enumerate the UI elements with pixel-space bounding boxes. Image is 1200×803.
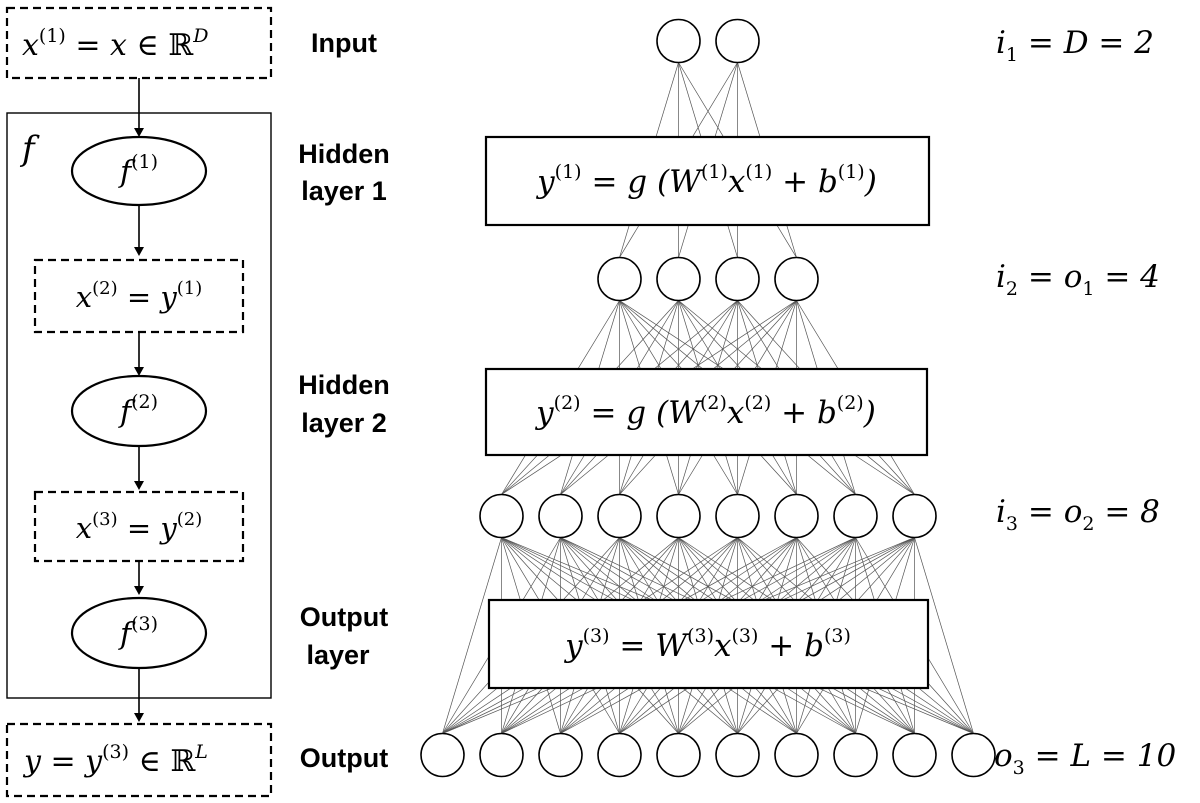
label-hidden2-line2: layer 2 [301,408,387,438]
output-vector-box: y = y(3) ∈ ℝL [5,722,273,798]
svg-text:y(1) = g (W(1)x(1) + b(1)): y(1) = g (W(1)x(1) + b(1)) [535,161,877,200]
dim-layer3: i3 = o2 = 8 [996,494,1160,535]
input-superscript: (1) [39,25,66,47]
neuron-layer4-2 [479,732,524,778]
x2-box: x(2) = y(1) [33,258,245,334]
connection-edge [914,537,974,734]
neuron-layer4-8 [833,732,878,778]
f1-node: f(1) [70,135,208,207]
neuron-layer3-5 [715,493,760,539]
equation-box-2: y(2) = g (W(2)x(2) + b(2)) [484,367,929,457]
neuron-layer1-2 [715,18,760,64]
dimension-labels: i1 = D = 2 i2 = o1 = 4 i3 = o2 = 8 o3 = … [994,25,1176,779]
label-output-layer-line2: layer [306,640,370,670]
neuron-layer1-1 [656,18,701,64]
neuron-layer3-4 [656,493,701,539]
label-input: Input [311,28,377,58]
pipeline-arrows [134,78,144,722]
neuron-layer3-2 [538,493,583,539]
input-vector-box: x(1) = x ∈ ℝD [5,6,273,80]
pipeline: f x(1) = x ∈ ℝD f(1) [5,6,273,798]
network-neurons [420,18,996,778]
label-output: Output [300,743,388,773]
svg-text:x(2) = y(1): x(2) = y(1) [76,278,202,314]
dim-layer2: i2 = o1 = 4 [996,259,1160,300]
x3-box: x(3) = y(2) [33,490,245,563]
input-equality: = x ∈ [66,28,168,63]
f2-node: f(2) [70,374,208,448]
connection-edge [442,537,502,734]
neuron-layer4-6 [715,732,760,778]
neuron-layer4-1 [420,732,465,778]
input-x-symbol: x [22,28,39,63]
f3-node: f(3) [70,596,208,670]
neuron-layer2-1 [597,256,642,302]
neuron-layer4-4 [597,732,642,778]
equation-box-3: y(3) = W(3)x(3) + b(3) [487,598,930,690]
neuron-layer3-1 [479,493,524,539]
neuron-layer4-10 [951,732,996,778]
neuron-layer3-3 [597,493,642,539]
label-hidden1-line2: layer 1 [301,176,387,206]
function-f-label: f [19,129,40,169]
neuron-layer4-5 [656,732,701,778]
svg-text:y = y(3) ∈ ℝL: y = y(3) ∈ ℝL [22,741,208,779]
neuron-layer3-6 [774,493,819,539]
label-output-layer-line1: Output [300,602,388,632]
dim-output: o3 = L = 10 [994,738,1176,779]
neuron-layer4-3 [538,732,583,778]
neuron-layer3-7 [833,493,878,539]
svg-text:y(3) = W(3)x(3) + b(3): y(3) = W(3)x(3) + b(3) [563,625,851,664]
neuron-layer2-2 [656,256,701,302]
label-hidden1-line1: Hidden [298,139,390,169]
layer-labels: Input Hidden layer 1 Hidden layer 2 Outp… [298,28,390,773]
svg-text:x(3) = y(2): x(3) = y(2) [76,509,202,545]
dim-layer1: i1 = D = 2 [996,25,1154,66]
svg-text:y(2) = g (W(2)x(2) + b(2)): y(2) = g (W(2)x(2) + b(2)) [534,392,876,431]
svg-text:f(3): f(3) [118,613,158,652]
real-set-symbol: ℝ [168,28,194,63]
label-hidden2-line1: Hidden [298,370,390,400]
equation-box-1: y(1) = g (W(1)x(1) + b(1)) [484,135,931,227]
svg-text:x(1) = x ∈ ℝD: x(1) = x ∈ ℝD [22,25,208,63]
input-dimension-superscript: D [192,25,208,47]
neuron-layer2-3 [715,256,760,302]
neuron-layer4-9 [892,732,937,778]
neuron-layer3-8 [892,493,937,539]
neuron-layer2-4 [774,256,819,302]
neuron-layer4-7 [774,732,819,778]
